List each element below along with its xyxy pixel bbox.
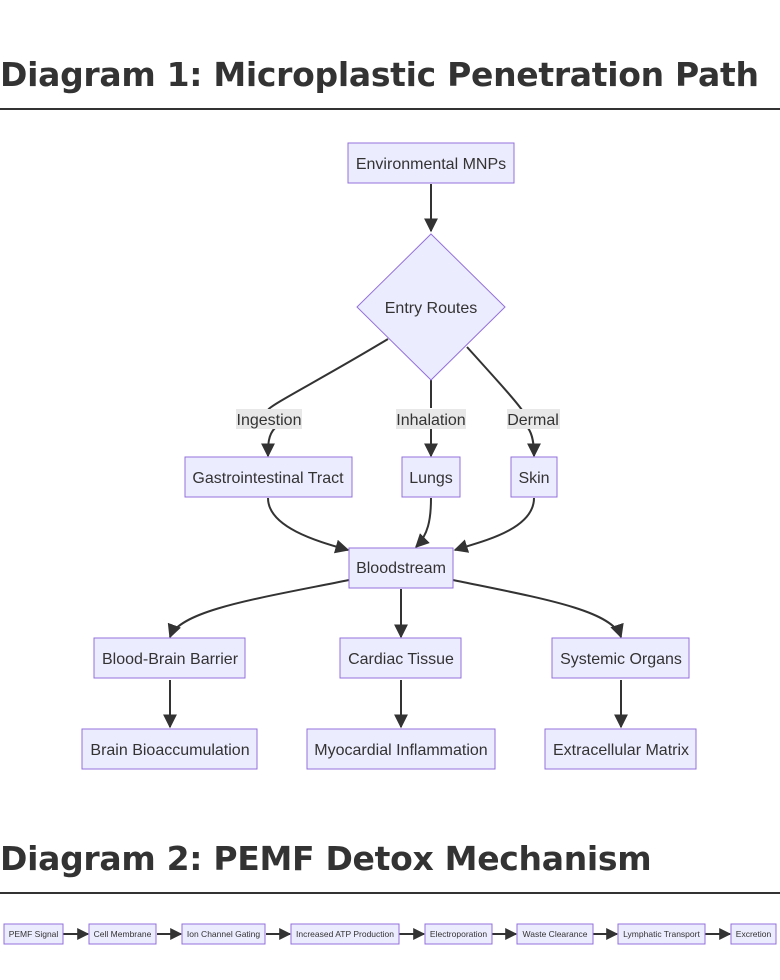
svg-text:Electroporation: Electroporation [430,929,487,939]
svg-text:Increased ATP Production: Increased ATP Production [296,929,394,939]
step-electroporation: Electroporation [424,923,493,945]
svg-text:PEMF Signal: PEMF Signal [9,929,59,939]
node-systemic-organs: Systemic Organs [551,637,690,679]
step-waste-clearance: Waste Clearance [516,923,594,945]
node-gastrointestinal-tract: Gastrointestinal Tract [184,456,353,498]
node-lungs: Lungs [401,456,461,498]
step-excretion: Excretion [730,923,777,945]
edge-lungs-blood [415,497,432,548]
svg-text:Gastrointestinal Tract: Gastrointestinal Tract [192,470,344,487]
svg-text:Brain Bioaccumulation: Brain Bioaccumulation [90,742,249,759]
svg-text:Inhalation: Inhalation [396,412,465,429]
step-cell-membrane: Cell Membrane [88,923,157,945]
svg-text:Blood-Brain Barrier: Blood-Brain Barrier [102,651,239,668]
svg-text:Ion Channel Gating: Ion Channel Gating [187,929,261,939]
svg-text:Environmental MNPs: Environmental MNPs [356,156,506,173]
edge-entry-skin [466,346,523,411]
edge-gi-blood [267,497,350,554]
node-bloodstream: Bloodstream [348,547,454,589]
svg-text:Entry Routes: Entry Routes [385,300,477,317]
diagram1-title: Diagram 1: Microplastic Penetration Path [0,55,759,94]
edge-label-ingestion: Ingestion [236,409,302,429]
edge-skin-blood [453,497,535,553]
svg-text:Waste Clearance: Waste Clearance [523,929,588,939]
node-blood-brain-barrier: Blood-Brain Barrier [93,637,246,679]
svg-text:Myocardial Inflammation: Myocardial Inflammation [314,742,487,759]
step-ion-channel-gating: Ion Channel Gating [181,923,266,945]
svg-text:Systemic Organs: Systemic Organs [560,651,682,668]
node-myocardial-inflammation: Myocardial Inflammation [306,728,496,770]
edge-blood-organs [452,579,624,639]
diagram1-flowchart: Ingestion Inhalation Dermal Environmenta… [81,142,697,770]
edge-entry-skin-tail [526,427,541,458]
svg-text:Cell Membrane: Cell Membrane [94,929,152,939]
svg-text:Bloodstream: Bloodstream [356,560,446,577]
svg-text:Extracellular Matrix: Extracellular Matrix [553,742,689,759]
diagram1-divider [0,108,780,110]
step-pemf-signal: PEMF Signal [3,923,64,945]
edge-label-inhalation: Inhalation [396,409,466,429]
step-increased-atp-production: Increased ATP Production [290,923,400,945]
svg-text:Skin: Skin [518,470,549,487]
edge-entry-gi-tail [261,427,276,458]
edge-blood-bbb [167,579,350,639]
node-brain-bioaccumulation: Brain Bioaccumulation [81,728,258,770]
svg-text:Lungs: Lungs [409,470,453,487]
node-extracellular-matrix: Extracellular Matrix [544,728,697,770]
node-cardiac-tissue: Cardiac Tissue [339,637,462,679]
diagram2-flowchart: PEMF Signal Cell Membrane Ion Channel Ga… [3,923,777,945]
svg-text:Lymphatic Transport: Lymphatic Transport [623,929,700,939]
node-environmental-mnps: Environmental MNPs [347,142,515,184]
edge-label-dermal: Dermal [507,409,560,429]
node-skin: Skin [510,456,558,498]
edge-entry-gi [267,338,389,411]
svg-text:Ingestion: Ingestion [237,412,302,429]
svg-text:Cardiac Tissue: Cardiac Tissue [348,651,454,668]
diagram2-title: Diagram 2: PEMF Detox Mechanism [0,839,652,878]
node-entry-routes: Entry Routes [356,233,506,381]
svg-text:Excretion: Excretion [736,929,772,939]
svg-text:Dermal: Dermal [507,412,559,429]
diagram2-divider [0,892,780,894]
step-lymphatic-transport: Lymphatic Transport [617,923,706,945]
